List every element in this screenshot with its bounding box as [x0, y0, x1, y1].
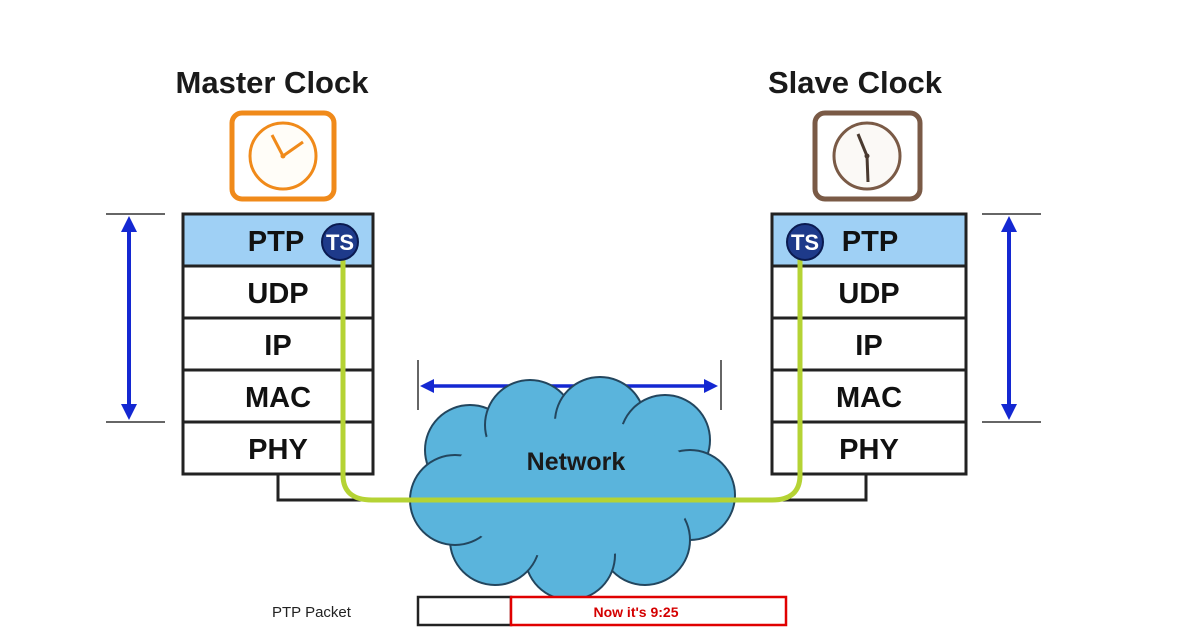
slave-layer-mac-label: MAC — [836, 382, 902, 414]
slave-layer-phy-label: PHY — [839, 434, 899, 466]
slave-layer-ip — [770, 316, 968, 372]
slave-layer-udp — [770, 264, 968, 320]
slave-layer-udp-label: UDP — [838, 278, 899, 310]
network-span-arrow — [417, 360, 722, 410]
slave-clock-title: Slave Clock — [768, 65, 943, 100]
timestamp-packet-path — [340, 257, 803, 503]
master-layer-ip-label: IP — [264, 330, 291, 362]
master-clock-title: Master Clock — [176, 65, 370, 100]
ptp-packet-header-box — [416, 595, 513, 627]
master-ts-badge: TS — [321, 223, 359, 261]
slave-protocol-stack: PTP UDP IP MAC PHY — [770, 212, 968, 476]
slave-layer-ptp-label: PTP — [842, 226, 898, 258]
network-label: Network — [527, 448, 626, 476]
ptp-packet-message: Now it's 9:25 — [593, 604, 678, 620]
master-layer-ptp-label: PTP — [248, 226, 304, 258]
slave-ts-badge: TS — [786, 223, 824, 261]
master-layer-udp-label: UDP — [247, 278, 308, 310]
slave-clock-icon — [812, 110, 923, 202]
slave-layer-mac — [770, 368, 968, 424]
network-cloud — [409, 376, 736, 601]
master-layer-phy-label: PHY — [248, 434, 308, 466]
ptp-packet-message-box — [509, 595, 788, 627]
ptp-packet-label: PTP Packet — [272, 604, 352, 621]
master-layer-mac-label: MAC — [245, 382, 311, 414]
master-clock-icon — [229, 110, 337, 202]
slave-stack-span-arrow — [982, 213, 1041, 423]
master-stack-span-arrow — [106, 213, 165, 423]
slave-ts-label: TS — [791, 230, 819, 255]
slave-layer-phy — [770, 420, 968, 476]
master-ts-label: TS — [326, 230, 354, 255]
slave-layer-ip-label: IP — [855, 330, 882, 362]
